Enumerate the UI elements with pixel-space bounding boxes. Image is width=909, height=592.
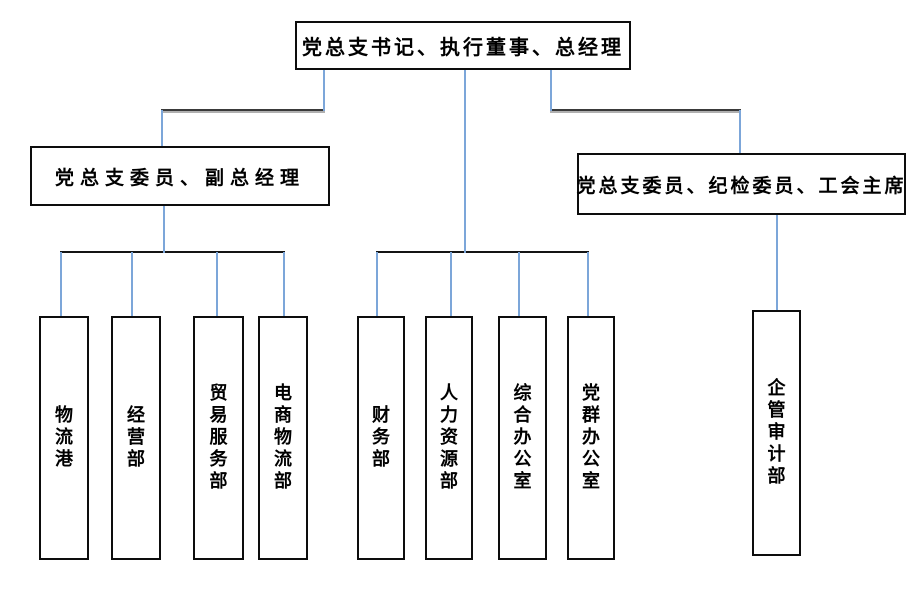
connector-root-right-stub [550, 70, 552, 111]
node-dept-ecommerce-logistics: 电商物流部 [258, 316, 308, 560]
node-dept-human-resources: 人力资源部 [425, 316, 473, 560]
connector-drop-dept-7 [518, 252, 520, 316]
connector-drop-dept-1 [60, 252, 62, 316]
dept-label: 经营部 [127, 405, 145, 469]
node-dept-operations: 经营部 [111, 316, 161, 560]
node-deputy-label: 党总支委员、副总经理 [54, 167, 305, 189]
connector-drop-dept-6 [450, 252, 452, 316]
connector-middle-group-horizontal [376, 251, 589, 253]
node-dept-trade-service: 贸易服务部 [193, 316, 244, 560]
connector-root-to-left-horizontal [161, 109, 325, 111]
dept-label: 电商物流部 [274, 383, 292, 491]
connector-drop-dept-4 [283, 252, 285, 316]
connector-drop-dept-2 [131, 252, 133, 316]
dept-label: 财务部 [372, 405, 390, 469]
connector-drop-dept-5 [376, 252, 378, 316]
dept-label: 综合办公室 [513, 383, 532, 491]
connector-drop-dept-3 [216, 252, 218, 316]
connector-root-to-right-horizontal [550, 109, 741, 111]
dept-label: 企管审计部 [767, 378, 786, 486]
connector-drop-dept-8 [587, 252, 589, 316]
node-union-label: 党总支委员、纪检委员、工会主席 [576, 175, 907, 197]
node-dept-finance: 财务部 [357, 316, 405, 560]
connector-right-elbow-drop [739, 110, 741, 154]
node-root: 党总支书记、执行董事、总经理 [295, 21, 631, 70]
connector-root-left-stub [323, 70, 325, 111]
dept-label: 贸易服务部 [209, 383, 228, 491]
connector-root-middle-drop [464, 70, 466, 253]
node-dept-general-office: 综合办公室 [498, 316, 547, 560]
dept-label: 人力资源部 [440, 383, 458, 491]
node-deputy-general-manager: 党总支委员、副总经理 [30, 146, 330, 206]
node-root-label: 党总支书记、执行董事、总经理 [302, 37, 624, 59]
node-dept-enterprise-audit: 企管审计部 [752, 310, 801, 556]
node-dept-logistics-port: 物流港 [39, 316, 89, 560]
dept-label: 物流港 [55, 405, 73, 469]
connector-left-group-horizontal [60, 251, 285, 253]
connector-left-elbow-drop [161, 110, 163, 147]
node-union-chairman: 党总支委员、纪检委员、工会主席 [577, 153, 906, 215]
connector-rightbox-down [776, 214, 778, 311]
dept-label: 党群办公室 [582, 383, 600, 491]
connector-leftbox-down [163, 205, 165, 253]
node-dept-party-mass-office: 党群办公室 [567, 316, 615, 560]
